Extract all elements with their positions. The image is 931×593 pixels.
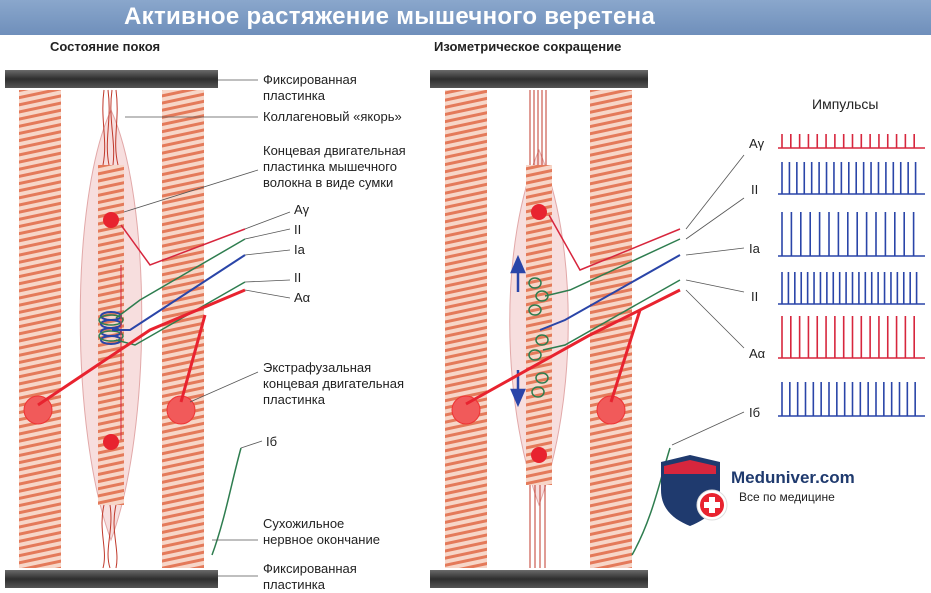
impulse-trace	[778, 134, 925, 149]
trace-connectors	[671, 154, 745, 446]
fiber-label-ii-top: II	[294, 222, 302, 237]
label-fixed-plate-top: Фиксированная пластинка	[263, 72, 357, 103]
label-collagen-anchor: Коллагеновый «якорь»	[263, 109, 402, 124]
fiber-label-aalpha: Aα	[294, 290, 311, 305]
label-end-plate-bag: Концевая двигательная пластинка мышечног…	[263, 143, 406, 190]
fixed-plate-bottom-left	[5, 570, 218, 588]
fiber-label-agamma: Aγ	[294, 202, 310, 217]
fiber-label-ib-left: Iб	[266, 434, 278, 449]
fixed-plate-bottom-right	[430, 570, 648, 588]
logo-tagline: Все по медицине	[739, 490, 835, 504]
extrafusal-end-plate-left-b	[166, 395, 196, 425]
gamma-end-plate-bottom-left	[103, 434, 119, 450]
right-panel-art	[430, 70, 745, 588]
fiber-ticks-left	[240, 211, 291, 449]
fiber-ii-left-bottom	[115, 281, 246, 346]
collagen-anchor-left	[101, 89, 119, 569]
trace-label-agamma: Aγ	[749, 136, 765, 151]
impulse-trace	[778, 212, 925, 257]
fiber-label-ia: Ia	[294, 242, 305, 257]
fiber-ii-left-top	[115, 238, 246, 319]
title-banner: Активное растяжение мышечного веретена	[0, 0, 931, 35]
impulse-trace	[778, 382, 925, 417]
gamma-end-plate-bottom-right	[531, 447, 547, 463]
collagen-anchor-right	[529, 90, 547, 568]
fiber-ia-left	[112, 254, 246, 331]
extrafusal-fiber-right-a	[445, 90, 487, 568]
logo-shield-icon	[661, 455, 728, 526]
trace-label-aalpha: Aα	[749, 346, 766, 361]
trace-label-ia: Ia	[749, 241, 760, 256]
extrafusal-end-plate-right-b	[596, 395, 626, 425]
impulse-traces	[778, 134, 925, 417]
extrafusal-fiber-left-a	[19, 90, 61, 568]
fiber-label-ii-bottom: II	[294, 270, 302, 285]
extrafusal-fiber-right-b	[590, 90, 632, 568]
trace-label-ib: Iб	[749, 405, 761, 420]
impulse-trace	[778, 272, 925, 305]
stretch-arrows	[510, 254, 526, 408]
extrafusal-end-plate-left-a	[23, 395, 53, 425]
trace-label-ii-bottom: II	[751, 289, 759, 304]
label-extrafusal-plate: Экстрафузальная концевая двигательная пл…	[263, 360, 404, 407]
stretched-ending-right	[528, 277, 549, 398]
fiber-aalpha-left	[37, 288, 246, 407]
fixed-plate-top-right	[430, 70, 648, 88]
impulse-trace	[778, 162, 925, 195]
fiber-agamma-left	[120, 224, 246, 266]
logo-name: Meduniver.com	[731, 468, 855, 487]
impulses-title: Импульсы	[812, 96, 879, 112]
fiber-ib-left	[211, 447, 242, 556]
trace-label-ii-top: II	[751, 182, 759, 197]
fixed-plate-top-left	[5, 70, 218, 88]
gamma-end-plate-top-right	[531, 204, 547, 220]
page-title: Активное растяжение мышечного веретена	[124, 3, 656, 30]
gamma-end-plate-top-left	[103, 212, 119, 228]
label-tendon-ending: Сухожильное нервное окончание	[263, 516, 380, 547]
leader-lines-left	[123, 79, 259, 577]
impulse-trace	[778, 316, 925, 359]
label-fixed-plate-bottom: Фиксированная пластинка	[263, 561, 357, 592]
right-panel-header: Изометрическое сокращение	[434, 39, 622, 54]
extrafusal-fiber-left-b	[162, 90, 204, 568]
extrafusal-end-plate-right-a	[451, 395, 481, 425]
left-panel-art	[5, 70, 291, 588]
left-panel-header: Состояние покоя	[50, 39, 161, 54]
